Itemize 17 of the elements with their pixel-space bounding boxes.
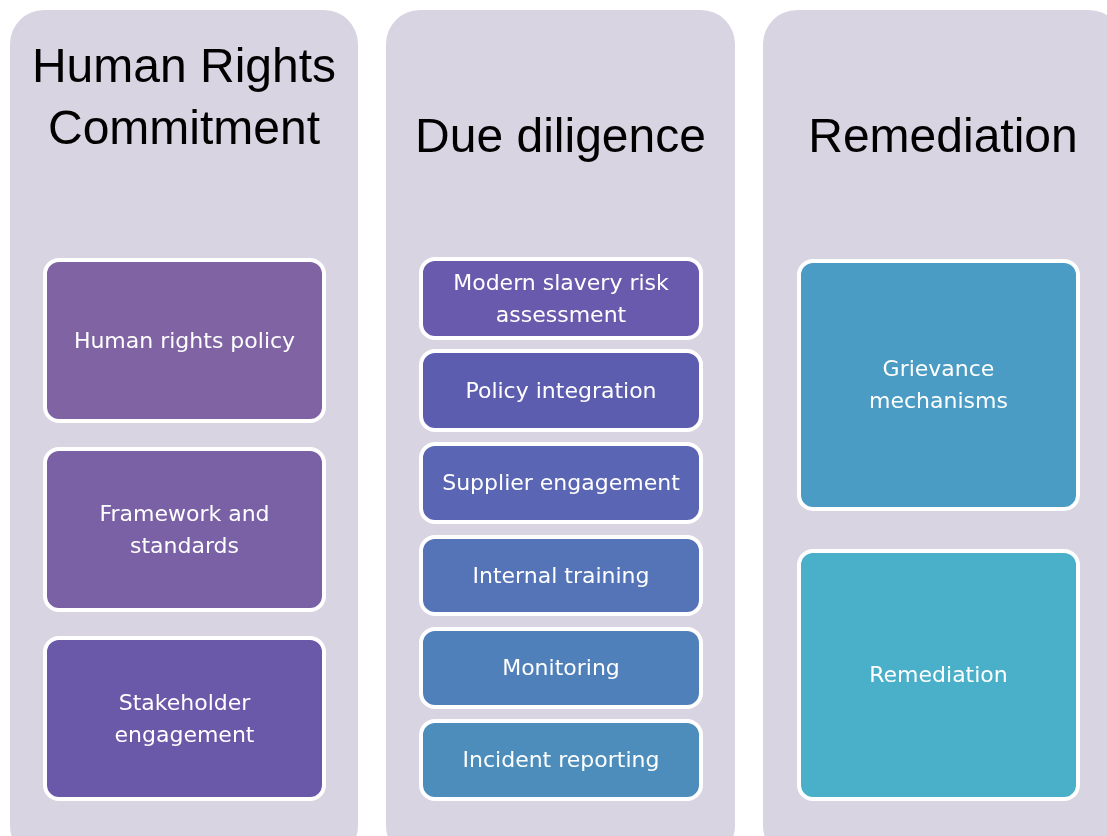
column-panel [386,10,735,836]
item-box: Incident reporting [419,719,703,801]
item-box: Policy integration [419,349,703,432]
column-heading: Human Rights Commitment [30,38,338,156]
item-box: Modern slavery risk assessment [419,257,703,340]
column-panel [10,10,358,836]
item-box: Framework and standards [43,447,326,612]
column-heading: Remediation [807,108,1079,164]
item-box: Human rights policy [43,258,326,423]
item-box: Supplier engagement [419,442,703,524]
item-box: Grievance mechanisms [797,259,1080,511]
item-box: Monitoring [419,627,703,709]
column-heading: Due diligence [414,108,707,164]
column-panel [763,10,1107,836]
item-box: Remediation [797,549,1080,801]
item-box: Stakeholder engagement [43,636,326,801]
item-box: Internal training [419,535,703,616]
